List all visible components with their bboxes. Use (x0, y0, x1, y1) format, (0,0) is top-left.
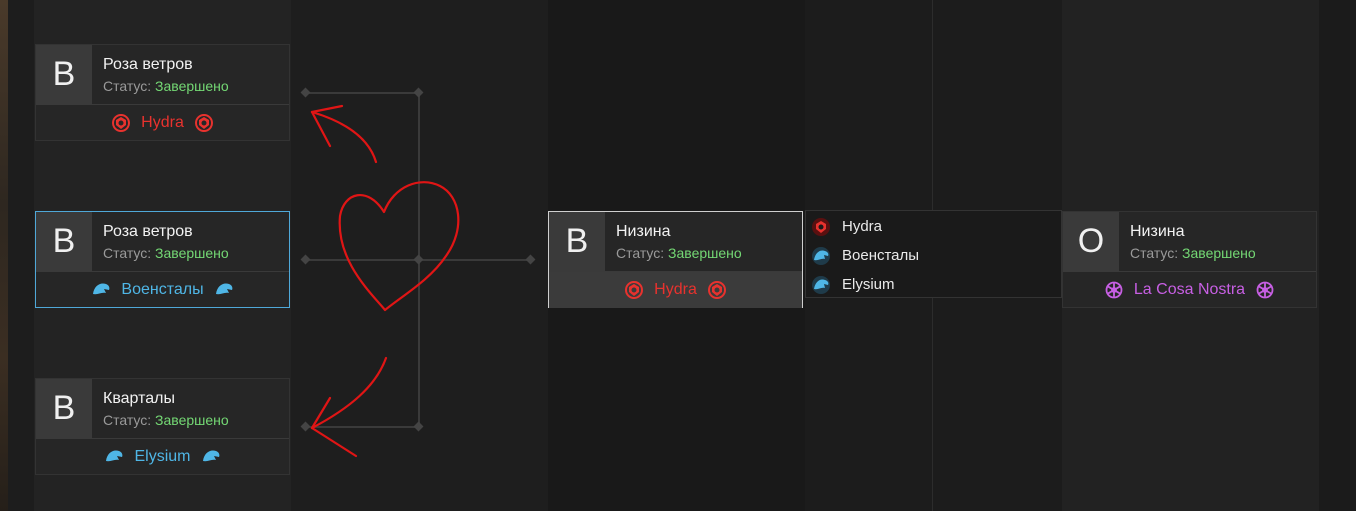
status-label: Статус: (103, 412, 152, 428)
match-header: В Кварталы Статус: Завершено (36, 379, 289, 439)
match-type-letter: В (36, 379, 92, 438)
participant-name: Военсталы (842, 247, 920, 264)
match-card[interactable]: О Низина Статус: Завершено La Cosa Nostr… (1062, 211, 1317, 308)
status-value: Завершено (155, 412, 229, 428)
status-value: Завершено (155, 245, 229, 261)
winner-name: Военсталы (121, 281, 204, 298)
match-winner: Hydra (36, 105, 289, 141)
participant-row: Elysium (806, 270, 895, 299)
match-card[interactable]: В Кварталы Статус: Завершено Elysium (35, 378, 290, 475)
eagle-icon (812, 275, 830, 294)
winner-name: Hydra (654, 281, 697, 298)
match-winner: Elysium (36, 439, 289, 475)
wheel-icon (1105, 281, 1123, 299)
eagle-icon (812, 246, 830, 265)
match-header: О Низина Статус: Завершено (1063, 212, 1316, 272)
status-label: Статус: (103, 245, 152, 261)
winner-name: Hydra (141, 114, 184, 131)
eagle-icon (93, 283, 110, 295)
match-type-letter: В (549, 212, 605, 271)
bracket-connector (300, 87, 536, 432)
background-edge (0, 0, 8, 511)
match-header: В Низина Статус: Завершено (549, 212, 802, 272)
bracket-column-6 (1319, 0, 1356, 511)
match-status: Статус: Завершено (616, 245, 742, 261)
eagle-icon (202, 450, 219, 462)
match-status: Статус: Завершено (103, 412, 229, 428)
match-status: Статус: Завершено (103, 245, 229, 261)
status-label: Статус: (1130, 245, 1179, 261)
wheel-icon (1256, 281, 1274, 299)
match-location: Роза ветров (103, 223, 193, 240)
match-card[interactable]: В Низина Статус: Завершено Hydra (548, 211, 803, 308)
participant-row: Hydra (806, 212, 882, 241)
status-value: Завершено (1182, 245, 1256, 261)
match-header: В Роза ветров Статус: Завершено (36, 212, 289, 272)
hydra-icon (625, 281, 644, 299)
hydra-icon (707, 281, 726, 299)
participant-name: Elysium (842, 276, 895, 293)
status-label: Статус: (616, 245, 665, 261)
status-value: Завершено (668, 245, 742, 261)
match-location: Низина (616, 223, 671, 240)
participant-name: Hydra (842, 218, 883, 235)
match-type-letter: В (36, 45, 92, 104)
match-status: Статус: Завершено (103, 78, 229, 94)
match-type-letter: О (1063, 212, 1119, 271)
hydra-icon (812, 217, 830, 236)
participant-row: Военсталы (806, 241, 919, 270)
participants-tooltip: Hydra Военсталы Elysium (805, 210, 1062, 298)
status-label: Статус: (103, 78, 152, 94)
match-winner: Hydra (549, 272, 802, 308)
winner-name: La Cosa Nostra (1133, 281, 1246, 298)
match-location: Роза ветров (103, 56, 193, 73)
eagle-icon (106, 450, 123, 462)
match-winner: Военсталы (36, 272, 289, 308)
match-type-letter: В (36, 212, 92, 271)
match-winner: La Cosa Nostra (1063, 272, 1316, 308)
eagle-icon (215, 283, 232, 295)
match-card[interactable]: В Роза ветров Статус: Завершено Hydra (35, 44, 290, 141)
hydra-icon (112, 114, 131, 132)
match-header: В Роза ветров Статус: Завершено (36, 45, 289, 105)
winner-name: Elysium (134, 448, 191, 465)
hydra-icon (194, 114, 213, 132)
match-location: Кварталы (103, 390, 175, 407)
match-location: Низина (1130, 223, 1185, 240)
match-status: Статус: Завершено (1130, 245, 1256, 261)
match-card[interactable]: В Роза ветров Статус: Завершено Военстал… (35, 211, 290, 308)
status-value: Завершено (155, 78, 229, 94)
